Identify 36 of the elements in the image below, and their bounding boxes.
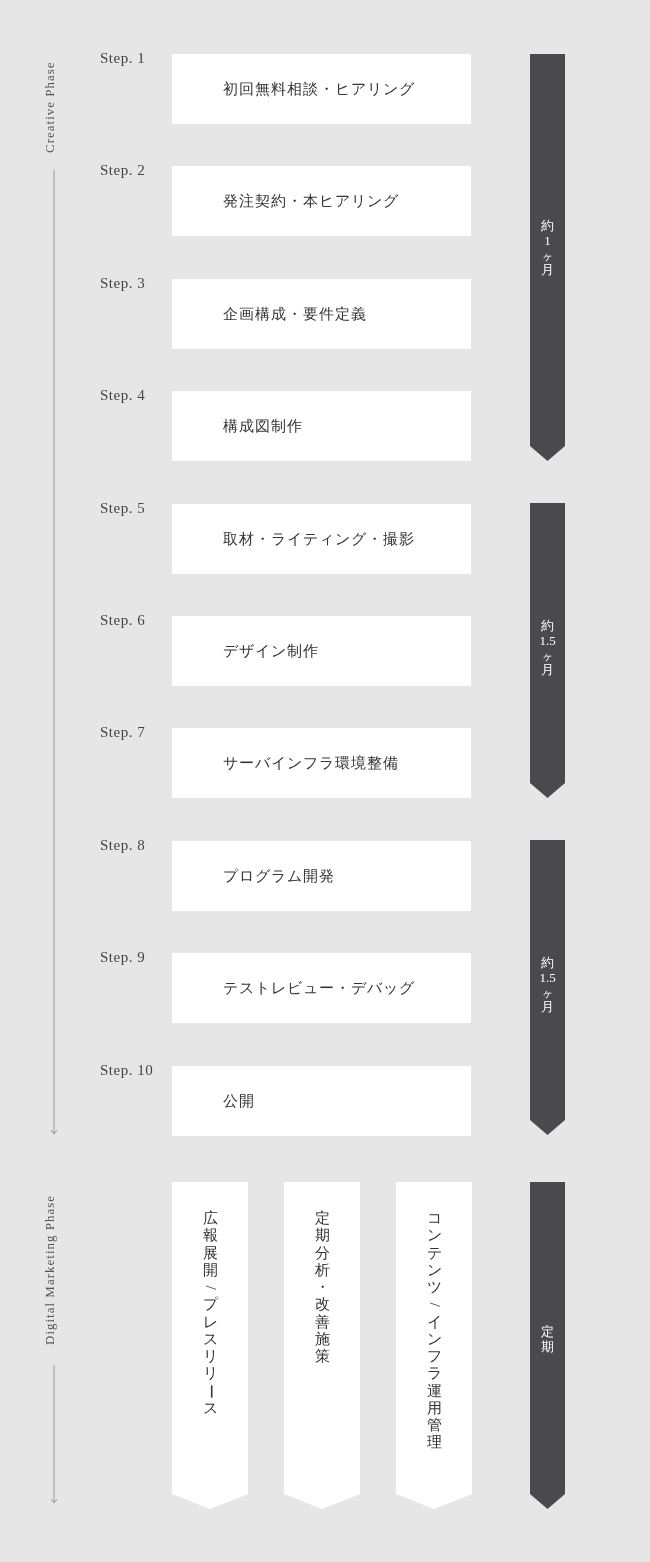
duration-bar xyxy=(530,54,565,461)
activity-label: コンテンツ/インフラ運用管理 xyxy=(425,1210,444,1452)
step-title: 企画構成・要件定義 xyxy=(223,305,367,324)
step-number: Step. 9 xyxy=(100,949,146,966)
step-title: テストレビュー・デバッグ xyxy=(223,979,415,998)
step-title: サーバインフラ環境整備 xyxy=(223,754,399,773)
duration-label: 定期 xyxy=(540,1325,555,1355)
phase-label: Creative Phase xyxy=(42,61,58,153)
duration-bar xyxy=(530,1182,565,1509)
step-title: プログラム開発 xyxy=(223,867,335,886)
duration-bar xyxy=(530,503,565,798)
step-number: Step. 6 xyxy=(100,612,146,629)
step-title: 構成図制作 xyxy=(223,417,303,436)
duration-label: 約1.5ヶ月 xyxy=(538,956,557,1016)
step-number: Step. 2 xyxy=(100,162,146,179)
duration-label: 約1.5ヶ月 xyxy=(538,619,557,679)
activity-banner xyxy=(172,1182,248,1509)
step-number: Step. 7 xyxy=(100,724,146,741)
duration-label: 約1ヶ月 xyxy=(540,219,555,279)
step-title: 公開 xyxy=(223,1092,255,1111)
step-title: 取材・ライティング・撮影 xyxy=(223,530,415,549)
step-number: Step. 1 xyxy=(100,50,146,67)
step-title: 初回無料相談・ヒアリング xyxy=(223,80,415,99)
step-number: Step. 4 xyxy=(100,387,146,404)
phase-label: Digital Marketing Phase xyxy=(42,1194,58,1345)
step-number: Step. 3 xyxy=(100,275,146,292)
activity-label: 広報展開/プレスリリース xyxy=(201,1210,220,1417)
activity-banner xyxy=(396,1182,472,1509)
step-number: Step. 8 xyxy=(100,837,146,854)
step-title: デザイン制作 xyxy=(223,642,319,661)
activity-label: 定期分析・改善施策 xyxy=(313,1210,331,1366)
step-number: Step. 10 xyxy=(100,1062,154,1079)
step-title: 発注契約・本ヒアリング xyxy=(223,192,399,211)
activity-banner xyxy=(284,1182,360,1509)
duration-bar xyxy=(530,840,565,1135)
step-number: Step. 5 xyxy=(100,500,146,517)
